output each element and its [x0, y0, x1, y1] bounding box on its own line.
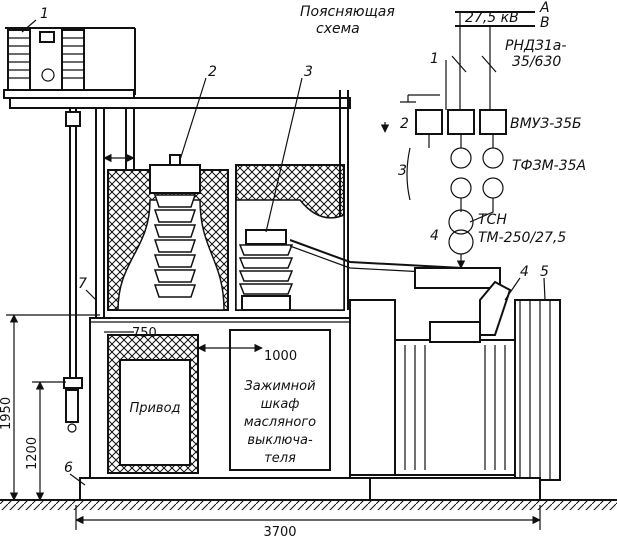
dimension-1000: 1000	[197, 343, 297, 364]
callout-7: 7	[78, 276, 87, 292]
phase-a-label: A	[539, 0, 550, 16]
tsn-type: ТМ-250/27,5	[478, 230, 566, 246]
drive-label: Привод	[129, 401, 180, 416]
scheme-title-2: схема	[316, 21, 360, 37]
disconnector-assembly	[3, 27, 136, 99]
dim-1200-label: 1200	[25, 437, 40, 470]
clamp-cabinet: Зажимной шкаф масляного выключа- теля	[244, 379, 316, 466]
current-transformer	[238, 229, 294, 311]
callout-4: 4	[520, 264, 529, 280]
breaker-bushing	[149, 154, 201, 298]
scheme-mark-4: 4	[430, 228, 439, 244]
dimension-3700: 3700	[75, 505, 541, 540]
tsn-label: ТСН	[478, 212, 507, 228]
cabinet-line-3: масляного	[244, 415, 316, 430]
voltage-label: 27,5 кВ	[465, 10, 519, 26]
ground-line	[0, 499, 617, 510]
dimension-1200: 1200	[25, 381, 66, 501]
callout-6: 6	[64, 460, 73, 476]
breaker-housing	[107, 164, 345, 311]
scheme-mark-3: 3	[398, 163, 407, 179]
dim-1000-label: 1000	[264, 349, 297, 364]
cabinet-line-1: Зажимной	[244, 379, 315, 394]
dimension-750: 750	[103, 153, 157, 341]
scheme-mark-2: 2	[400, 116, 409, 132]
disconnector-type-1: РНДЗ1а-	[505, 38, 566, 54]
dimension-1950: 1950	[0, 314, 100, 501]
lower-frame	[79, 317, 371, 501]
callout-2: 2	[208, 64, 217, 80]
dim-3700-label: 3700	[263, 525, 296, 540]
disconnector-type-2: 35/630	[512, 54, 561, 70]
cabinet-line-2: шкаф	[261, 397, 300, 412]
drive-rod	[63, 108, 83, 433]
scheme-title-1: Поясняющая	[300, 4, 395, 20]
scheme-mark-1: 1	[430, 51, 439, 67]
breaker-type: ВМУЗ-35Б	[510, 116, 582, 132]
cabinet-line-4: выключа-	[247, 433, 313, 448]
auxiliary-transformer	[349, 267, 561, 501]
callout-3: 3	[304, 64, 313, 80]
dim-750-label: 750	[132, 326, 157, 341]
callouts: 1 2 3 4 5 6 7	[21, 6, 549, 486]
drive-box: Привод	[129, 401, 180, 416]
explanatory-scheme: Поясняющая схема A B 27,5 кВ 1 2 3 4 РНД…	[300, 0, 586, 269]
phase-b-label: B	[540, 15, 550, 31]
callout-5: 5	[540, 264, 549, 280]
cabinet-line-5: теля	[264, 451, 296, 466]
current-tr-type: ТФЗМ-35А	[512, 158, 586, 174]
callout-1: 1	[40, 6, 49, 22]
dim-1950-label: 1950	[0, 397, 14, 430]
